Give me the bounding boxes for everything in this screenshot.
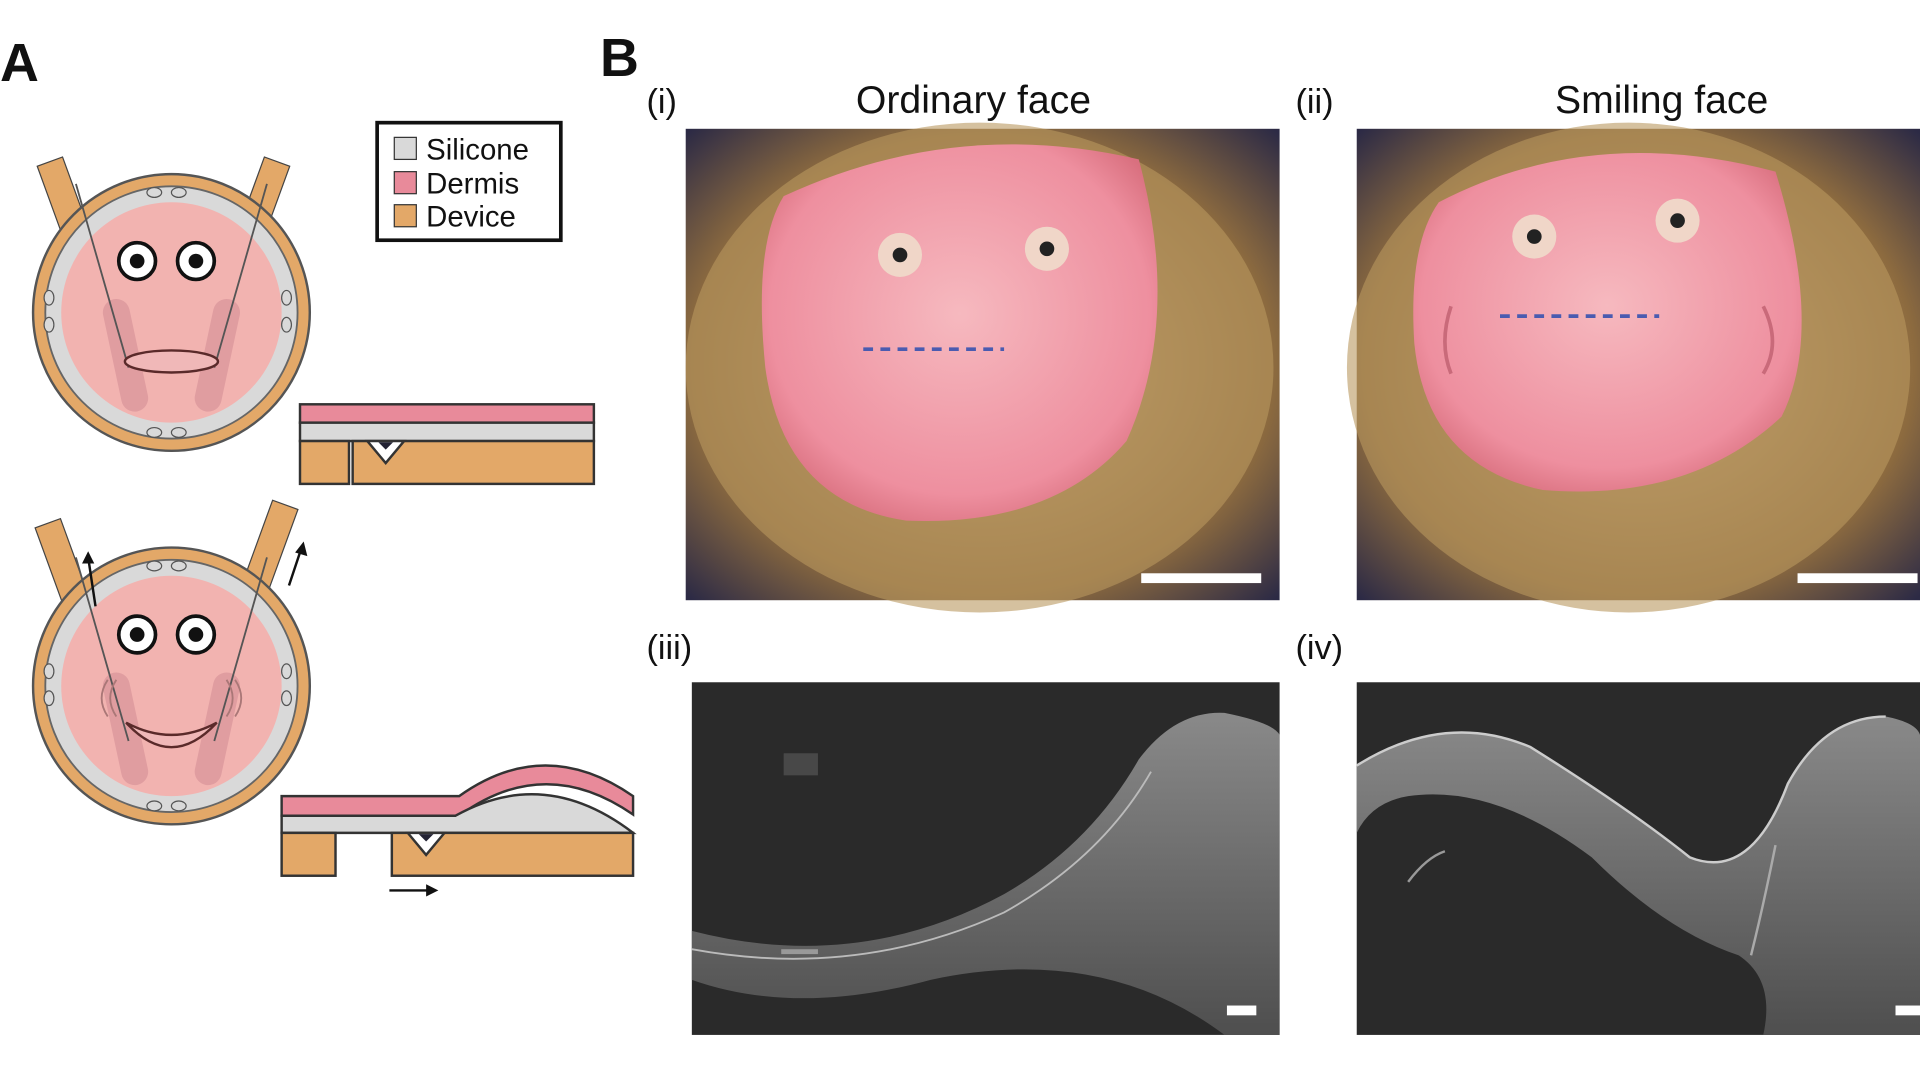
legend-label-device: Device (426, 201, 516, 234)
subpanel-title-smiling-face: Smiling face (1555, 79, 1768, 122)
oct-image-smiling (1356, 682, 1920, 1035)
subpanel-title-ordinary-face: Ordinary face (856, 79, 1091, 122)
face-diagram-smiling (33, 499, 310, 824)
subpanel-label-i: (i) (647, 83, 677, 121)
legend-swatch-device (393, 204, 417, 228)
subpanel-label-iv: (iv) (1296, 629, 1344, 667)
arrow-up-right-icon (287, 548, 303, 586)
legend-label-dermis: Dermis (426, 168, 519, 201)
arrow-up-left-icon (86, 557, 97, 607)
scale-bar (1895, 1005, 1920, 1016)
photo-smiling-face (1346, 122, 1920, 613)
scale-bar (1226, 1005, 1257, 1016)
scale-bar (1797, 573, 1918, 584)
legend-swatch-dermis (393, 171, 417, 195)
oct-image-ordinary (691, 682, 1280, 1035)
scale-bar (1141, 573, 1262, 584)
photo-ordinary-face (685, 122, 1280, 613)
legend: Silicone Dermis Device (375, 120, 563, 243)
subpanel-label-iii: (iii) (647, 629, 693, 667)
cross-section-smiling (280, 764, 637, 897)
panel-label-a: A (0, 33, 39, 93)
cross-section-ordinary (298, 403, 596, 486)
subpanel-label-ii: (ii) (1296, 83, 1334, 121)
legend-label-silicone: Silicone (426, 133, 529, 166)
legend-swatch-silicone (393, 136, 417, 161)
face-diagram-ordinary (33, 156, 310, 451)
panel-label-b: B (600, 28, 639, 88)
